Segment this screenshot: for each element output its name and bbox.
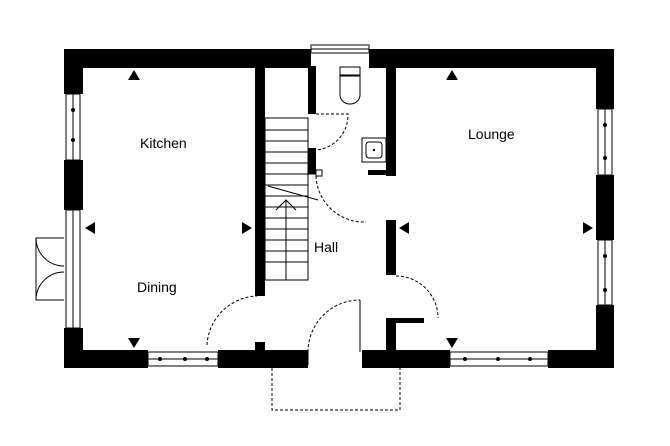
section-markers xyxy=(85,70,593,348)
room-label-dining: Dining xyxy=(137,279,177,295)
triangle-marker-icon xyxy=(583,222,593,234)
room-label-lounge: Lounge xyxy=(468,126,515,142)
room-label-hall: Hall xyxy=(314,239,338,255)
room-label-kitchen: Kitchen xyxy=(140,135,187,151)
outer-walls xyxy=(64,49,614,368)
triangle-marker-icon xyxy=(446,70,458,80)
french-doors xyxy=(35,209,81,329)
internal-walls xyxy=(255,66,424,352)
door-swings xyxy=(206,113,439,346)
fixtures xyxy=(315,66,387,177)
triangle-marker-icon xyxy=(128,338,140,348)
staircase xyxy=(264,117,319,281)
windows xyxy=(65,44,613,367)
triangle-marker-icon xyxy=(128,70,140,80)
triangle-marker-icon xyxy=(399,222,409,234)
triangle-marker-icon xyxy=(446,338,458,348)
basin-icon xyxy=(361,137,387,163)
valve-icon xyxy=(315,169,323,177)
front-door xyxy=(271,299,401,411)
toilet-icon xyxy=(339,66,361,105)
triangle-marker-icon xyxy=(85,222,95,234)
triangle-marker-icon xyxy=(242,222,252,234)
